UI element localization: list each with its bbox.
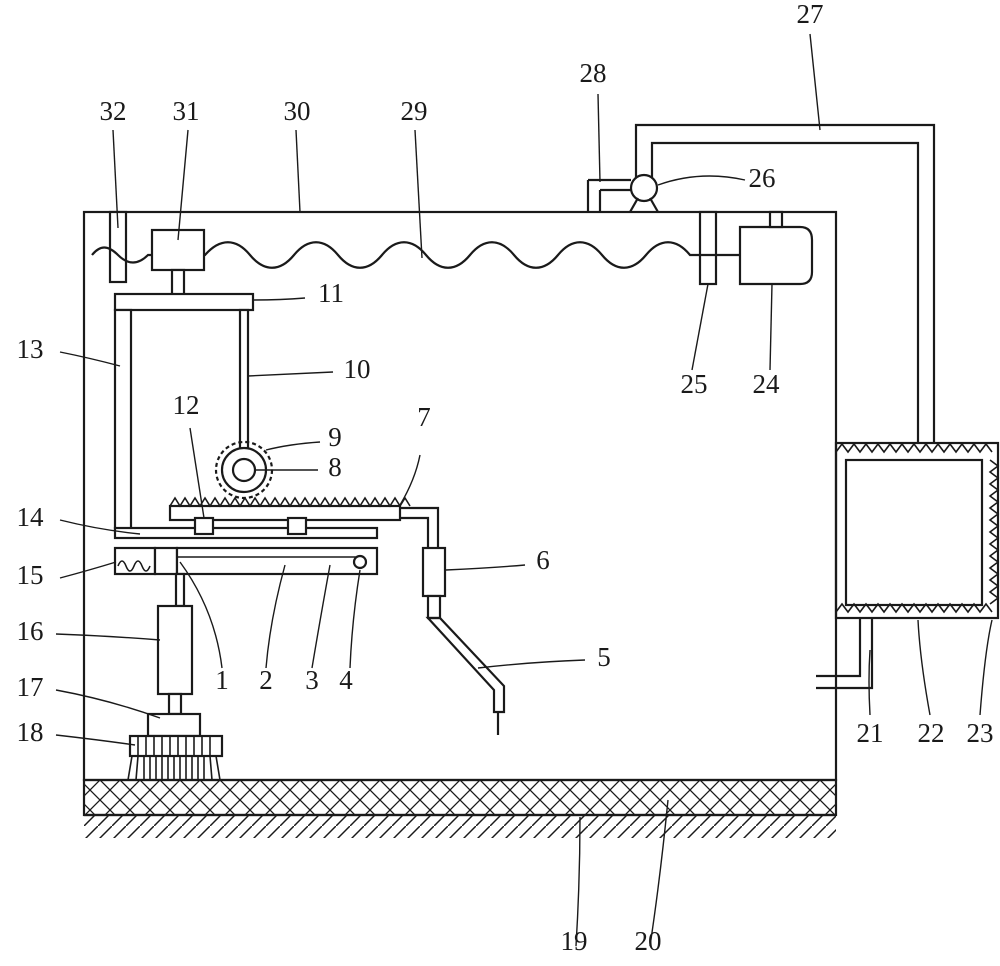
label-21: 21 <box>857 718 884 748</box>
left-vertical-bar <box>113 308 133 532</box>
label-16: 16 <box>17 616 44 646</box>
motor <box>738 225 814 286</box>
label-27: 27 <box>797 0 824 29</box>
spring <box>117 560 151 572</box>
label-6: 6 <box>536 545 550 575</box>
label-25: 25 <box>681 369 708 399</box>
label-5: 5 <box>597 642 611 672</box>
label-12: 12 <box>173 390 200 420</box>
cylinder-rod-bottom <box>167 692 183 716</box>
nozzle-body <box>421 546 447 598</box>
nut-connector <box>170 268 186 297</box>
label-15: 15 <box>17 560 44 590</box>
rack-slider-right <box>286 516 308 536</box>
inlet-pipe <box>586 178 631 212</box>
leader-lines <box>55 33 993 947</box>
ground-hatching <box>84 813 836 838</box>
label-28: 28 <box>580 58 607 88</box>
label-7: 7 <box>417 402 431 432</box>
label-1: 1 <box>215 665 229 695</box>
cylinder <box>156 604 194 696</box>
brush <box>127 734 224 781</box>
label-2: 2 <box>259 665 273 695</box>
label-8: 8 <box>328 452 342 482</box>
cylinder-rod-top <box>174 572 186 608</box>
water-supply-pipe <box>634 123 936 443</box>
base-plate <box>82 778 838 817</box>
slider-block <box>153 546 179 576</box>
reference-labels: 32 31 30 29 28 27 26 25 24 13 11 10 12 9… <box>17 0 994 956</box>
guide-rail <box>113 526 379 540</box>
label-20: 20 <box>635 926 662 956</box>
right-bearing-seat <box>698 210 718 286</box>
slide-rod-housing <box>175 546 379 576</box>
label-18: 18 <box>17 717 44 747</box>
brush-holder <box>146 712 202 738</box>
rack-slider-left <box>193 516 215 536</box>
drain-pipe <box>816 618 874 690</box>
motor-mount <box>768 210 784 229</box>
label-26: 26 <box>749 163 776 193</box>
label-30: 30 <box>284 96 311 126</box>
label-22: 22 <box>918 718 945 748</box>
spray-arm <box>425 616 506 714</box>
pump-base <box>629 197 659 213</box>
label-23: 23 <box>967 718 994 748</box>
label-17: 17 <box>17 672 44 702</box>
label-11: 11 <box>318 278 344 308</box>
label-24: 24 <box>753 369 781 399</box>
label-14: 14 <box>17 502 45 532</box>
water-tank <box>834 441 1000 620</box>
left-bearing-seat <box>108 210 128 284</box>
label-19: 19 <box>561 926 588 956</box>
label-9: 9 <box>328 422 342 452</box>
label-32: 32 <box>100 96 127 126</box>
screw-nut-block <box>150 228 206 272</box>
label-29: 29 <box>401 96 428 126</box>
label-3: 3 <box>305 665 319 695</box>
nozzle-neck <box>426 594 442 620</box>
gear-hub <box>231 457 257 483</box>
pulley-wheel <box>352 554 368 570</box>
water-pump <box>629 173 659 203</box>
toothed-rack <box>168 496 411 522</box>
label-4: 4 <box>339 665 353 695</box>
label-10: 10 <box>344 354 371 384</box>
right-vertical-rod <box>238 308 250 454</box>
top-crossbar <box>113 292 255 312</box>
label-31: 31 <box>173 96 200 126</box>
label-13: 13 <box>17 334 44 364</box>
connecting-pipe <box>400 506 440 548</box>
